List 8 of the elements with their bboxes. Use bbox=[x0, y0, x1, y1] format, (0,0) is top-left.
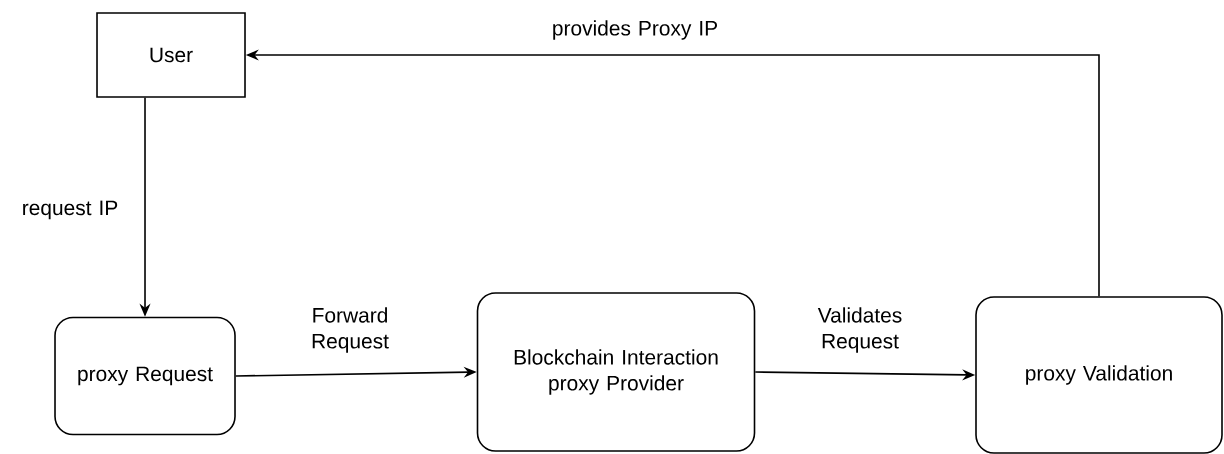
process-box: Blockchain Interaction proxy Provider bbox=[476, 292, 756, 452]
edge-label: provides Proxy IP bbox=[553, 20, 717, 40]
edge-label: Validates Request bbox=[817, 307, 902, 353]
process-box: proxy Request bbox=[54, 316, 236, 436]
actor-box: User bbox=[96, 12, 246, 98]
process-box: proxy Validation bbox=[975, 296, 1223, 454]
edge-label: Forward Request bbox=[312, 307, 389, 353]
edge-label: request IP bbox=[23, 200, 118, 220]
